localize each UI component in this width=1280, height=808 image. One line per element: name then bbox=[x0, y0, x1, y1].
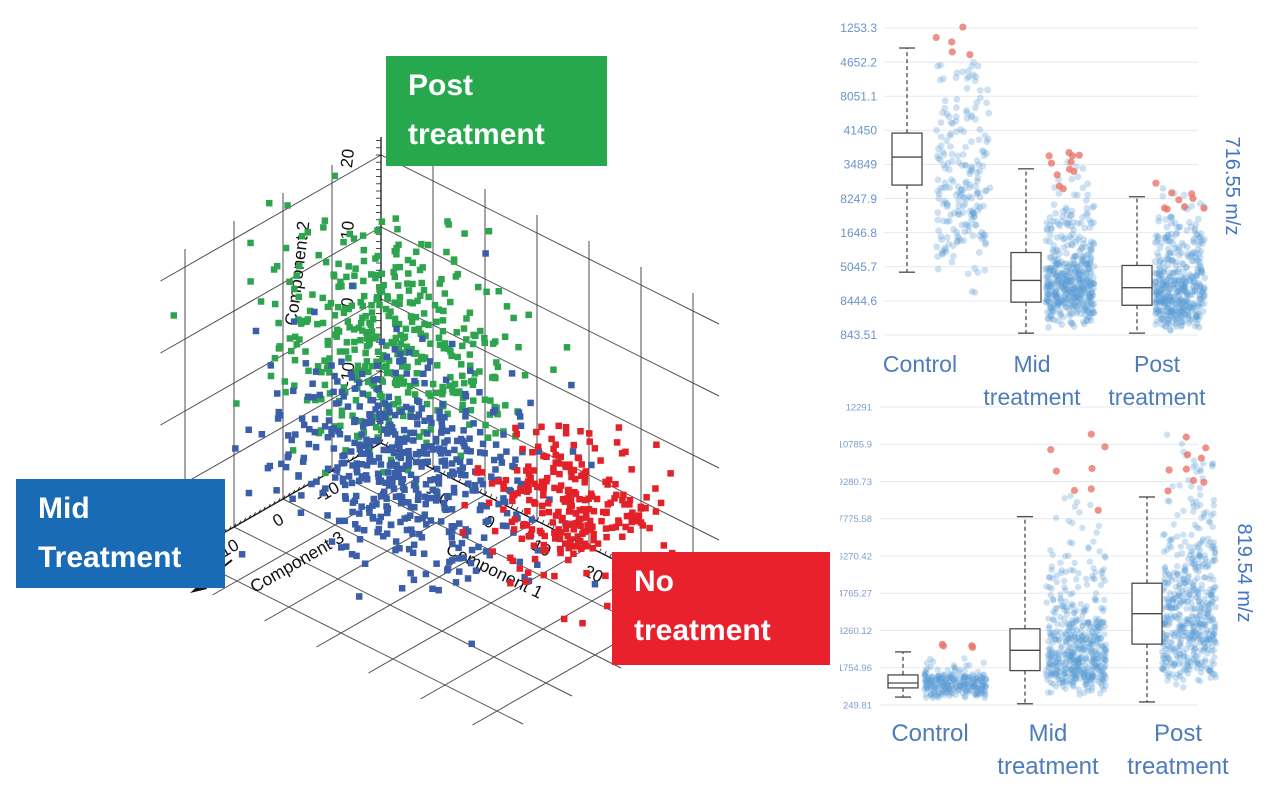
svg-text:treatment: treatment bbox=[997, 753, 1099, 780]
jitter-strip-post-treatment bbox=[1151, 184, 1209, 334]
svg-text:34849: 34849 bbox=[844, 158, 878, 172]
cluster-points-no-treatment bbox=[459, 422, 676, 627]
y-tick-labels: 1843.51 8444.6 15045.7 21646.8 28247.9 34849 4… bbox=[840, 21, 877, 342]
category-labels: Control Mid treatment Post treatment bbox=[891, 720, 1229, 780]
svg-text:819.54 m/z: 819.54 m/z bbox=[1233, 524, 1255, 623]
svg-text:3260.12: 3260.12 bbox=[840, 626, 872, 637]
box-plot-mid-treatment bbox=[1010, 168, 1042, 334]
svg-text:9280.73: 9280.73 bbox=[840, 477, 872, 488]
jitter-strip-control bbox=[920, 655, 990, 702]
boxplot-panels: 1843.51 8444.6 15045.7 21646.8 28247.9 34849 4… bbox=[840, 21, 1255, 780]
svg-text:0: 0 bbox=[338, 296, 358, 308]
axis-label-c3: Component 3 bbox=[246, 527, 347, 597]
cluster-label-line: Post bbox=[408, 69, 474, 102]
cluster-label-line: treatment bbox=[408, 118, 545, 151]
cluster-label-line: Treatment bbox=[38, 541, 182, 574]
svg-text:41450: 41450 bbox=[844, 124, 878, 138]
svg-text:8444.6: 8444.6 bbox=[840, 294, 877, 308]
outlier-points-post-treatment bbox=[1164, 433, 1210, 495]
svg-text:249.81: 249.81 bbox=[843, 700, 872, 711]
svg-text:Mid: Mid bbox=[1029, 720, 1068, 747]
svg-text:treatment: treatment bbox=[983, 384, 1081, 410]
cluster-label-mid-treatment: Mid Treatment bbox=[16, 479, 225, 588]
svg-text:Control: Control bbox=[891, 720, 968, 747]
cluster-label-line: No bbox=[634, 565, 674, 598]
svg-text:Control: Control bbox=[883, 351, 957, 377]
outlier-points-mid-treatment bbox=[1045, 149, 1083, 193]
cluster-label-post-treatment: Post treatment bbox=[386, 56, 607, 166]
svg-text:20: 20 bbox=[337, 148, 358, 169]
svg-text:21646.8: 21646.8 bbox=[840, 226, 877, 240]
svg-text:48051.1: 48051.1 bbox=[840, 89, 877, 103]
axes-3d bbox=[160, 137, 722, 613]
svg-text:treatment: treatment bbox=[1127, 753, 1229, 780]
svg-text:716.55 m/z: 716.55 m/z bbox=[1221, 137, 1243, 236]
cluster-points-mid-treatment bbox=[232, 250, 599, 648]
box-plot-mid-treatment bbox=[1009, 516, 1041, 705]
svg-text:61253.3: 61253.3 bbox=[840, 21, 877, 35]
svg-text:-10: -10 bbox=[337, 361, 359, 388]
svg-text:Post: Post bbox=[1154, 720, 1202, 747]
svg-text:Post: Post bbox=[1134, 351, 1181, 377]
svg-text:4765.27: 4765.27 bbox=[840, 589, 872, 600]
svg-text:28247.9: 28247.9 bbox=[840, 192, 877, 206]
jitter-strip-mid-treatment bbox=[1042, 158, 1098, 331]
category-labels: Control Mid treatment Post treatment bbox=[883, 351, 1206, 410]
y-tick-labels: 249.81 1754.96 3260.12 4765.27 6270.42 7775.5… bbox=[840, 402, 872, 711]
outlier-points-post-treatment bbox=[1152, 179, 1208, 213]
box-plot-post-treatment bbox=[1121, 196, 1153, 334]
jitter-strip-mid-treatment bbox=[1042, 492, 1110, 698]
jitter-strip-post-treatment bbox=[1158, 431, 1220, 691]
box-plot-control bbox=[891, 47, 923, 273]
svg-text:15045.7: 15045.7 bbox=[840, 260, 877, 274]
svg-text:6270.42: 6270.42 bbox=[840, 551, 872, 562]
svg-text:treatment: treatment bbox=[1108, 384, 1206, 410]
svg-text:1754.96: 1754.96 bbox=[840, 663, 872, 674]
cluster-label-no-treatment: No treatment bbox=[612, 552, 830, 665]
svg-text:7775.58: 7775.58 bbox=[840, 514, 872, 525]
svg-text:Mid: Mid bbox=[1013, 351, 1050, 377]
svg-text:1843.51: 1843.51 bbox=[840, 328, 877, 342]
outlier-points-mid-treatment bbox=[1047, 430, 1109, 514]
box-plot-control bbox=[887, 651, 919, 698]
outlier-points-control bbox=[938, 640, 977, 651]
svg-text:10785.9: 10785.9 bbox=[840, 440, 872, 451]
side-label-mz: 716.55 m/z bbox=[1221, 137, 1243, 236]
cluster-label-line: treatment bbox=[634, 614, 771, 647]
svg-text:54652.2: 54652.2 bbox=[840, 55, 877, 69]
cluster-label-line: Mid bbox=[38, 492, 90, 525]
side-label-mz: 819.54 m/z bbox=[1233, 524, 1255, 623]
svg-text:0: 0 bbox=[269, 510, 287, 531]
box-plot-post-treatment bbox=[1131, 496, 1163, 703]
svg-text:12291: 12291 bbox=[846, 402, 872, 413]
outlier-points-control bbox=[932, 23, 974, 59]
jitter-strip-control bbox=[933, 58, 994, 296]
